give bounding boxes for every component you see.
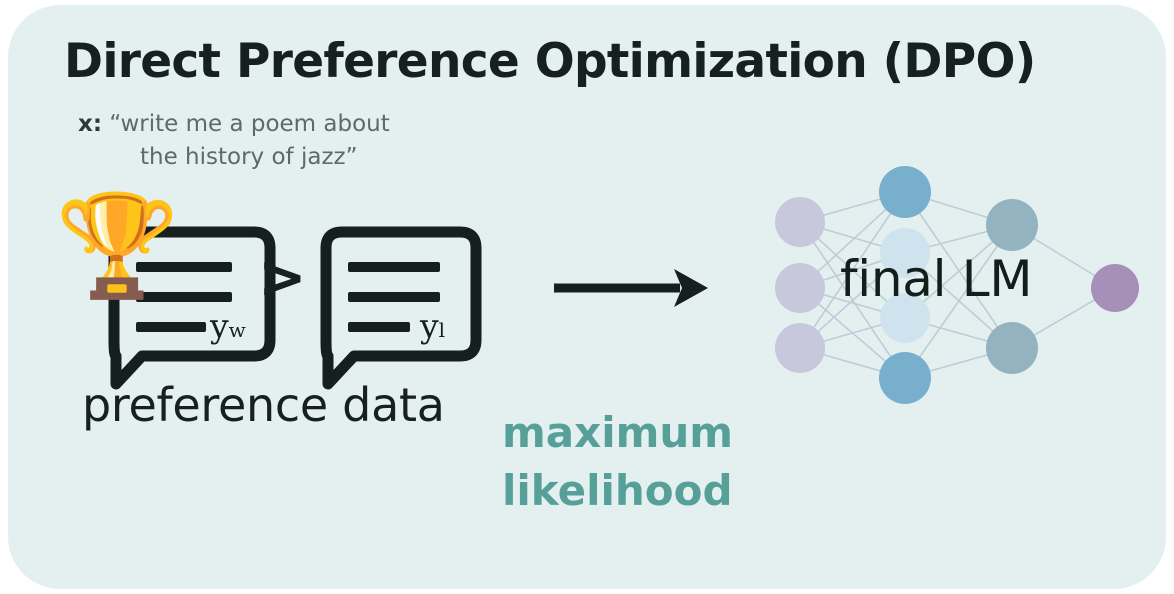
dispreferred-response-label: yl: [420, 306, 446, 345]
trophy-icon: 🏆: [55, 187, 180, 304]
objective-line-1: maximum: [502, 408, 734, 457]
prompt-line-2: the history of jazz”: [140, 144, 358, 170]
prompt-text: x: “write me a poem about the history of…: [78, 108, 390, 174]
preferred-response-bubble: yw: [98, 222, 288, 397]
flow-arrow-icon: [552, 258, 712, 322]
page-title: Direct Preference Optimization (DPO): [64, 34, 1036, 89]
prompt-line-1: “write me a poem about: [109, 111, 390, 137]
preferred-response-subscript: w: [228, 318, 246, 342]
preferred-response-label: yw: [210, 306, 246, 345]
final-lm-network-diagram: [760, 150, 1160, 420]
objective-line-2: likelihood: [502, 466, 733, 515]
greater-than-icon: >: [258, 243, 307, 311]
preference-data-caption: preference data: [82, 378, 445, 432]
dispreferred-response-subscript: l: [438, 318, 446, 342]
dispreferred-response-bubble: yl: [310, 222, 490, 397]
final-lm-label: final LM: [840, 250, 1033, 308]
prompt-variable-label: x:: [78, 111, 103, 137]
objective-label: maximum likelihood: [502, 404, 733, 520]
